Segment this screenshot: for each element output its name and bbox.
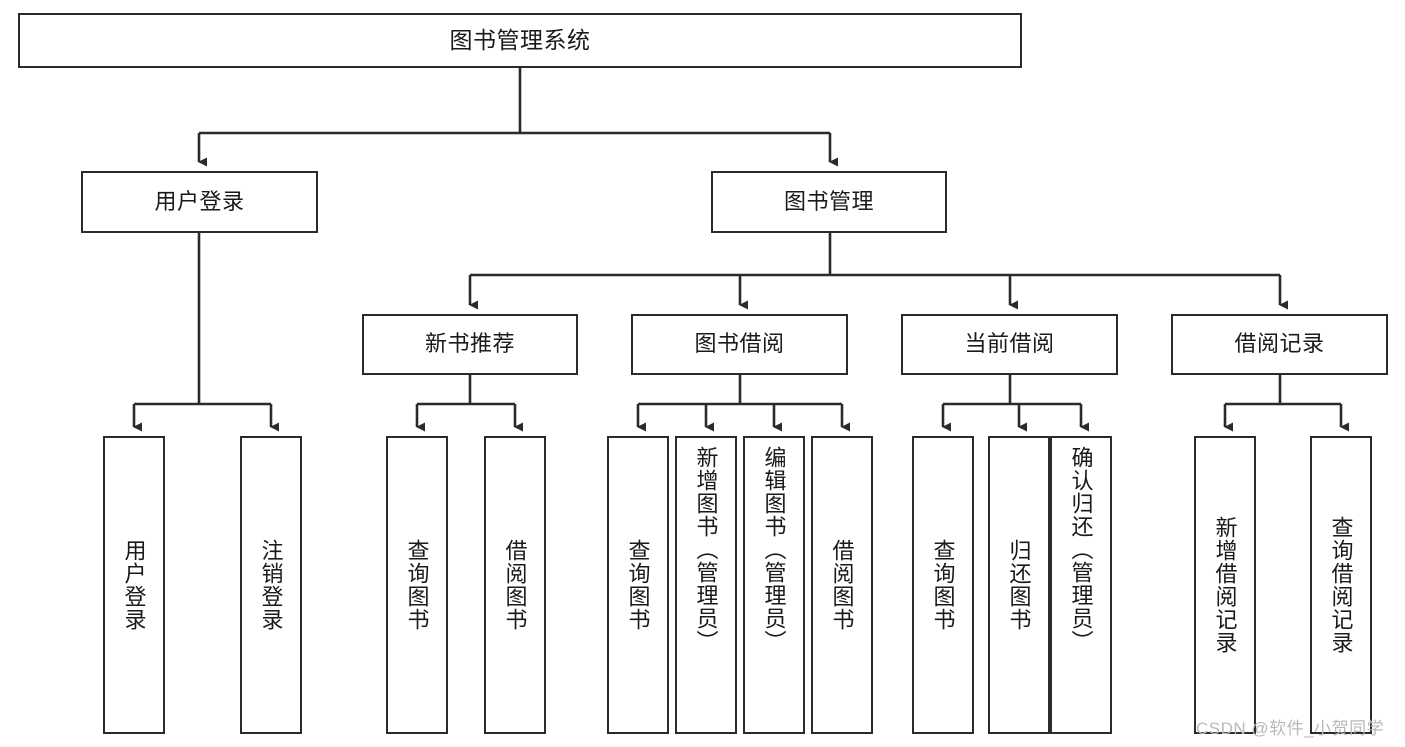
node-current-borrow[interactable]: 当前借阅 [901, 314, 1118, 375]
leaf-add-record-label: 新增借阅记录 [1212, 516, 1238, 654]
node-new-book-rec[interactable]: 新书推荐 [362, 314, 578, 375]
node-book-manage[interactable]: 图书管理 [711, 171, 947, 233]
leaf-query-book-2[interactable]: 查询图书 [607, 436, 669, 734]
leaf-confirm-return-label: 确认归还（管理员） [1068, 446, 1094, 653]
node-root[interactable]: 图书管理系统 [18, 13, 1022, 68]
node-new-book-rec-label: 新书推荐 [424, 331, 515, 357]
node-user-login[interactable]: 用户登录 [81, 171, 318, 233]
leaf-query-book-1-label: 查询图书 [404, 539, 430, 631]
csdn-watermark: CSDN @软件_小贺同学 [1196, 719, 1385, 738]
node-borrow-record-label: 借阅记录 [1234, 331, 1325, 357]
leaf-query-record-label: 查询借阅记录 [1328, 516, 1354, 654]
leaf-user-login[interactable]: 用户登录 [103, 436, 165, 734]
leaf-logout-label: 注销登录 [258, 539, 284, 631]
leaf-borrow-book-1[interactable]: 借阅图书 [484, 436, 546, 734]
node-borrow-record[interactable]: 借阅记录 [1171, 314, 1388, 375]
node-user-login-label: 用户登录 [154, 188, 245, 214]
node-root-label: 图书管理系统 [449, 26, 591, 53]
leaf-logout[interactable]: 注销登录 [240, 436, 302, 734]
leaf-return-book[interactable]: 归还图书 [988, 436, 1050, 734]
node-book-borrow[interactable]: 图书借阅 [631, 314, 848, 375]
leaf-add-book-label: 新增图书（管理员） [693, 446, 719, 653]
leaf-query-record[interactable]: 查询借阅记录 [1310, 436, 1372, 734]
leaf-query-book-3-label: 查询图书 [930, 539, 956, 631]
leaf-edit-book-label: 编辑图书（管理员） [761, 446, 787, 653]
leaf-add-record[interactable]: 新增借阅记录 [1194, 436, 1256, 734]
node-book-borrow-label: 图书借阅 [694, 331, 785, 357]
leaf-confirm-return[interactable]: 确认归还（管理员） [1050, 436, 1112, 734]
leaf-borrow-book-2[interactable]: 借阅图书 [811, 436, 873, 734]
leaf-borrow-book-1-label: 借阅图书 [502, 539, 528, 631]
leaf-add-book[interactable]: 新增图书（管理员） [675, 436, 737, 734]
leaf-user-login-label: 用户登录 [121, 539, 147, 631]
leaf-query-book-3[interactable]: 查询图书 [912, 436, 974, 734]
node-book-manage-label: 图书管理 [783, 188, 874, 214]
node-current-borrow-label: 当前借阅 [964, 331, 1055, 357]
leaf-edit-book[interactable]: 编辑图书（管理员） [743, 436, 805, 734]
leaf-borrow-book-2-label: 借阅图书 [829, 539, 855, 631]
leaf-query-book-2-label: 查询图书 [625, 539, 651, 631]
leaf-query-book-1[interactable]: 查询图书 [386, 436, 448, 734]
leaf-return-book-label: 归还图书 [1006, 539, 1032, 631]
